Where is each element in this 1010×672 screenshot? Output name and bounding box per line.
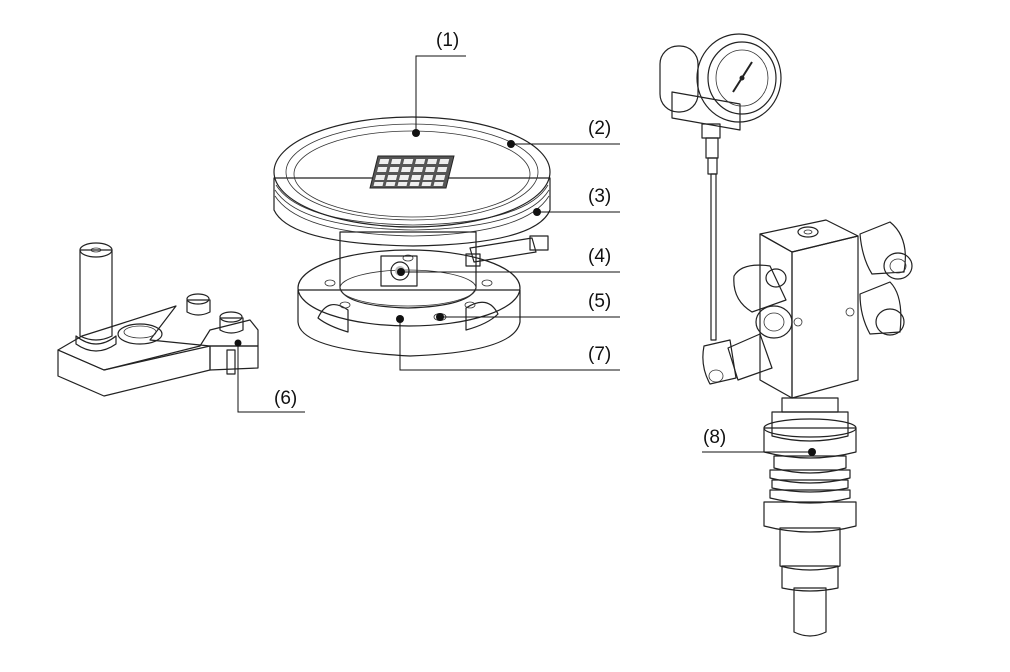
valve-block: [702, 219, 913, 399]
callout-dots: [396, 129, 816, 456]
vacuum-plate: [273, 116, 551, 247]
callout-label-5: (5): [588, 291, 611, 312]
callout-label-2: (2): [588, 118, 611, 139]
pressure-gauge: [659, 33, 782, 341]
valve-fitting: [763, 397, 857, 637]
callout-dot-5: [436, 313, 444, 321]
callout-dot-2: [507, 140, 515, 148]
callout-labels: (1) (2) (3) (4) (5) (6) (7) (8): [274, 30, 726, 448]
callout-label-1: (1): [436, 30, 459, 51]
callout-dot-3: [533, 208, 541, 216]
callout-dot-1: [412, 129, 420, 137]
callout-label-7: (7): [588, 344, 611, 365]
side-port: [390, 261, 410, 281]
callout-dot-7: [396, 315, 404, 323]
suction-grid: [369, 155, 455, 189]
callout-label-6: (6): [274, 388, 297, 409]
callout-dot-8: [808, 448, 816, 456]
body-cylinder: [339, 231, 549, 309]
callout-label-4: (4): [588, 246, 611, 267]
callout-dot-4: [397, 268, 405, 276]
leader-lines: [237, 55, 812, 453]
mounting-bracket: [57, 242, 259, 397]
callout-label-8: (8): [703, 427, 726, 448]
base-flange: [297, 249, 521, 357]
vacuum-plate-assembly: [273, 116, 551, 357]
callout-label-3: (3): [588, 186, 611, 207]
